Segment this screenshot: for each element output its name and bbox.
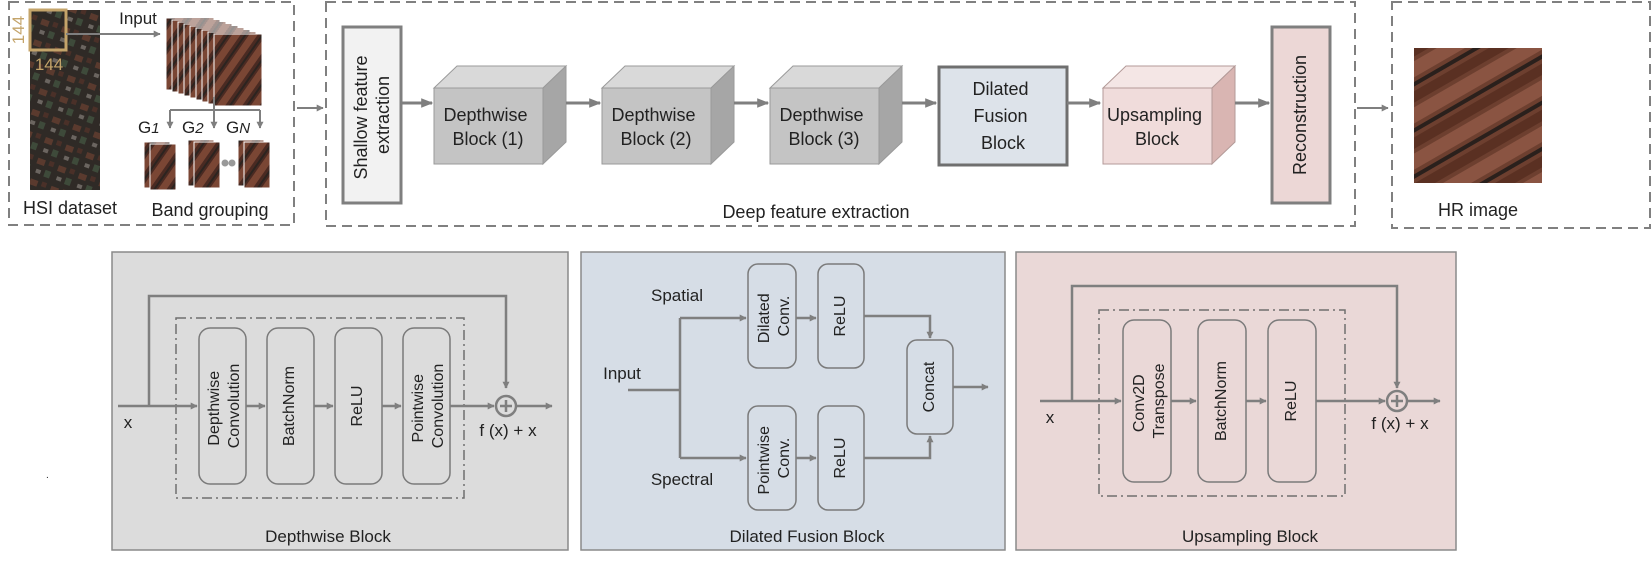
reconstruction-label: Reconstruction	[1290, 55, 1310, 175]
dw-layer-pointwise-conv-label: Pointwise Convolution	[410, 364, 447, 449]
crop-size-horizontal: 144	[35, 55, 63, 74]
df-bottom-to-concat	[864, 435, 934, 460]
up-sum-node	[1385, 389, 1409, 413]
up-skip-connection	[1070, 284, 1401, 401]
depthwise-block-1: Depthwise Block (1)	[432, 64, 568, 166]
stray-dot: .	[46, 470, 49, 481]
df-spatial-label: Spatial	[651, 286, 703, 305]
df-top-to-concat	[864, 314, 934, 339]
dilated-detail-title: Dilated Fusion Block	[730, 527, 885, 546]
dw-input-label: x	[124, 413, 133, 432]
depthwise-detail-inner	[175, 317, 465, 499]
groupN-label: GN	[226, 118, 250, 137]
df-input-label: Input	[603, 364, 641, 383]
dilated-detail-panel: Input Spatial Spectral Dilated Conv. ReL…	[580, 251, 1006, 551]
deep-feature-panel: Shallow feature extraction Depthwise Blo…	[325, 1, 1356, 227]
up-layer-conv2d-transpose-label: Conv2D Transpose	[1131, 363, 1168, 438]
dw-layer-relu-label: ReLU	[349, 386, 366, 427]
df-pointwise-conv-label: Pointwise Conv.	[756, 422, 793, 495]
hr-image-border	[1391, 1, 1651, 229]
shallow-feature-box	[341, 25, 403, 205]
depthwise-detail-panel: x Depthwise Convolution BatchNorm ReLU P…	[111, 251, 569, 551]
hr-image-panel: HR image	[1391, 1, 1651, 229]
depthwise-detail-title: Depthwise Block	[265, 527, 391, 546]
input-label: Input	[119, 9, 157, 28]
dw-layer-depthwise-conv-label: Depthwise Convolution	[206, 364, 243, 449]
depthwise-block-3-label: Depthwise Block (3)	[779, 105, 868, 149]
depthwise-block-2-label: Depthwise Block (2)	[611, 105, 700, 149]
dilated-fusion-label: Dilated Fusion Block	[972, 79, 1033, 153]
upsampling-detail-inner	[1098, 309, 1346, 497]
deep-feature-border	[325, 1, 1356, 227]
df-spectral-label: Spectral	[651, 470, 713, 489]
df-dilated-conv	[747, 263, 797, 369]
upsampling-block: Upsampling Block	[1101, 64, 1237, 166]
upsampling-label: Upsampling Block	[1107, 105, 1207, 149]
ellipsis-dot	[221, 159, 229, 167]
dw-layer-batchnorm-label: BatchNorm	[281, 366, 298, 446]
depthwise-block-1-label: Depthwise Block (1)	[443, 105, 532, 149]
df-relu-bottom-label: ReLU	[832, 438, 849, 479]
up-output-label: f (x) + x	[1371, 414, 1429, 433]
band-group-N	[237, 139, 271, 189]
band-group-1	[143, 141, 177, 191]
shallow-feature-label: Shallow feature extraction	[351, 50, 393, 179]
band-grouping-label: Band grouping	[151, 200, 268, 220]
up-input-label: x	[1046, 408, 1055, 427]
dw-output-label: f (x) + x	[479, 421, 537, 440]
df-dilated-conv-label: Dilated Conv.	[756, 289, 793, 343]
up-layer-relu-label: ReLU	[1283, 381, 1300, 422]
upsampling-detail-title: Upsampling Block	[1182, 527, 1319, 546]
group1-label: G1	[138, 118, 160, 137]
df-concat-label: Concat	[921, 361, 938, 412]
upsampling-detail-panel: x Conv2D Transpose BatchNorm ReLU f (x) …	[1015, 251, 1457, 551]
crop-size-vertical: 144	[9, 16, 28, 44]
hsi-panel-border	[8, 1, 295, 226]
hsi-dataset-label: HSI dataset	[23, 198, 117, 218]
hsi-panel: 144 144 HSI dataset Input G1 G2 GN	[8, 1, 295, 226]
hr-image-label: HR image	[1438, 200, 1518, 220]
up-layer-batchnorm-label: BatchNorm	[1213, 361, 1230, 441]
reconstruction-box	[1270, 25, 1332, 205]
group2-label: G2	[182, 118, 204, 137]
band-group-2	[187, 139, 221, 189]
dw-skip-connection	[147, 294, 510, 406]
dw-sum-node	[494, 394, 518, 418]
hr-image	[1414, 48, 1542, 183]
ellipsis-dot	[228, 159, 236, 167]
band-stack	[165, 17, 263, 107]
depthwise-block-3: Depthwise Block (3)	[768, 64, 904, 166]
depthwise-block-2: Depthwise Block (2)	[600, 64, 736, 166]
df-relu-top-label: ReLU	[832, 296, 849, 337]
dilated-fusion-box	[937, 65, 1069, 167]
hsi-crop-box	[28, 8, 68, 52]
deep-feature-caption: Deep feature extraction	[722, 202, 909, 222]
